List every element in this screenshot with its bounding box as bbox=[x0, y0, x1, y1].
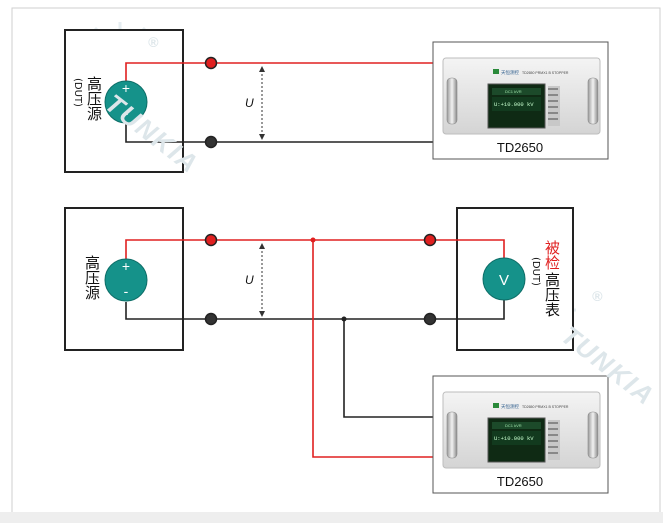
bottom-voltage-arrow-head-down bbox=[259, 311, 265, 317]
top-negative-wire bbox=[125, 122, 439, 143]
bottom-meter-dut: (DUT) bbox=[530, 257, 541, 286]
bottom-meter-symbol: V bbox=[499, 272, 509, 289]
top-source-dut: (DUT) bbox=[72, 78, 83, 107]
bottom-voltage-label: U bbox=[245, 273, 254, 287]
top-negative-terminal bbox=[204, 135, 218, 149]
bottom-instrument-header: TD2650 PRMX1 B STOPPER bbox=[522, 405, 569, 409]
top-source-circle bbox=[104, 80, 148, 124]
bottom-negative-wire bbox=[125, 297, 505, 320]
bottom-meter-negative-terminal bbox=[423, 312, 437, 326]
top-voltage-arrow-head-up bbox=[259, 66, 265, 72]
bottom-instrument-model: TD2650 bbox=[497, 474, 543, 489]
bottom-source-positive-terminal bbox=[204, 233, 218, 247]
bottom-negative-branch-wire bbox=[343, 319, 439, 418]
top-source-label: 高压源 bbox=[85, 76, 103, 121]
bottom-meter-circle bbox=[482, 257, 526, 301]
bottom-positive-branch-wire bbox=[312, 240, 439, 458]
top-instrument-model: TD2650 bbox=[497, 140, 543, 155]
bottom-plus-sign: + bbox=[122, 258, 130, 274]
watermark-registered-bottom: ® bbox=[592, 288, 605, 304]
top-positive-wire bbox=[125, 62, 439, 82]
top-instrument-reading: U:+10.000 kV bbox=[494, 101, 534, 108]
top-td2650-instrument bbox=[432, 41, 609, 160]
top-positive-terminal bbox=[204, 56, 218, 70]
top-minus-sign: - bbox=[124, 105, 129, 121]
bottom-source-circle bbox=[104, 258, 148, 302]
top-voltage-arrow-head-down bbox=[259, 134, 265, 140]
bottom-negative-junction bbox=[341, 316, 347, 322]
bottom-source-label: 高压源 bbox=[83, 255, 101, 300]
bottom-instrument-reading: U:+10.000 kV bbox=[494, 435, 534, 442]
bottom-td2650-instrument bbox=[432, 375, 609, 494]
bottom-source-negative-terminal bbox=[204, 312, 218, 326]
bottom-instrument-brand: 天恒测控 bbox=[501, 403, 519, 410]
top-voltage-label: U bbox=[245, 96, 254, 110]
bottom-positive-junction bbox=[310, 237, 316, 243]
top-instrument-mode: DC1 kVR bbox=[505, 89, 522, 94]
bottom-meter-label-black: 高压表 bbox=[543, 272, 561, 317]
bottom-minus-sign: - bbox=[124, 283, 129, 299]
bottom-instrument-mode: DC1 kVR bbox=[505, 423, 522, 428]
top-instrument-brand: 天恒测控 bbox=[501, 69, 519, 76]
page-bottom-bar bbox=[0, 512, 663, 523]
bottom-voltage-arrow-head-up bbox=[259, 243, 265, 249]
bottom-meter-label-red: 被检 bbox=[543, 240, 561, 270]
top-instrument-header: TD2650 PRMX1 B STOPPER bbox=[522, 71, 569, 75]
top-plus-sign: + bbox=[122, 80, 130, 96]
watermark-registered-top: ® bbox=[148, 34, 161, 50]
bottom-meter-positive-terminal bbox=[423, 233, 437, 247]
